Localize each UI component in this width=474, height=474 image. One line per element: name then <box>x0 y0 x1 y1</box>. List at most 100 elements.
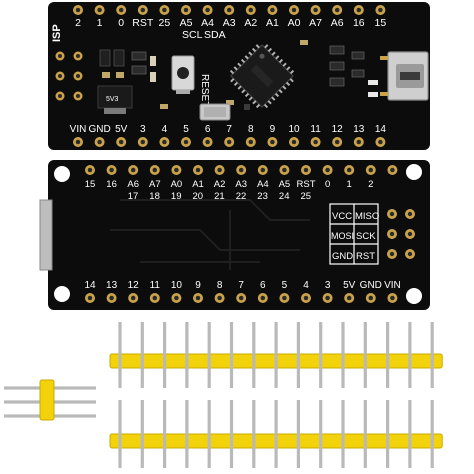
sda-label: SDA <box>204 29 226 41</box>
pin-label: GND <box>360 280 382 291</box>
pin-hole <box>97 7 102 13</box>
pin-hole <box>195 167 201 173</box>
pin-hole <box>390 167 395 173</box>
usb-connector <box>380 51 429 101</box>
pin-hole <box>152 167 158 173</box>
pin-hole <box>303 167 309 173</box>
pin-label: 25 <box>159 17 171 29</box>
pin-hole <box>75 139 81 145</box>
pin-label: 14 <box>84 280 96 291</box>
pin-hole <box>226 7 232 13</box>
pin-label: 0 <box>118 17 124 29</box>
pin-label: 4 <box>303 280 309 291</box>
reset-label: RESET <box>199 74 210 107</box>
long-header-strip <box>109 400 443 468</box>
pin-hole <box>325 295 330 301</box>
pin-hole <box>291 139 297 145</box>
pin-label: 11 <box>150 280 161 291</box>
pin-label: 3 <box>140 124 146 135</box>
pin-hole <box>313 139 318 145</box>
pin-label: A4 <box>257 179 269 190</box>
pin-hole <box>130 167 136 173</box>
pin-label: 12 <box>332 124 344 135</box>
pin-label: 4 <box>162 124 168 135</box>
pin-label: A0 <box>288 17 301 29</box>
front-top-pads <box>73 5 386 15</box>
pin-label: 13 <box>106 280 118 291</box>
pin-label: 5V <box>115 124 128 135</box>
pin-label: 6 <box>205 124 211 135</box>
pin-label: 23 <box>257 191 268 202</box>
pin-label: 16 <box>106 179 117 190</box>
pin-hole <box>205 139 210 145</box>
pin-hole <box>390 295 395 301</box>
pin-label: A2 <box>214 179 226 190</box>
pin-hole <box>270 7 275 13</box>
pin-hole <box>260 167 266 173</box>
pin-hole <box>248 139 254 145</box>
pin-hole <box>174 167 179 173</box>
pin-hole <box>162 139 167 145</box>
pin-label: A7 <box>309 17 322 29</box>
pin-label: A2 <box>244 17 257 29</box>
microcontroller-chip <box>229 44 295 109</box>
isp-label: ISP <box>51 24 63 42</box>
pin-hole <box>152 295 158 301</box>
pin-label: 12 <box>128 280 140 291</box>
pin-hole <box>346 167 352 173</box>
pin-hole <box>97 139 102 145</box>
pin-hole <box>282 295 287 301</box>
pin-label: A5 <box>279 179 291 190</box>
pin-label: 11 <box>310 124 321 135</box>
pin-label: A3 <box>235 179 247 190</box>
pin-hole <box>162 7 167 13</box>
pin-hole <box>205 7 210 13</box>
pin-hole <box>334 139 340 145</box>
pin-label: 22 <box>236 191 247 202</box>
pin-label: 1 <box>97 17 103 29</box>
reset-button <box>171 55 195 94</box>
pin-hole <box>183 139 189 145</box>
pin-hole <box>356 7 362 13</box>
pin-hole <box>109 167 114 173</box>
isp-pads <box>55 51 83 101</box>
crystal-oscillator <box>199 103 231 121</box>
pin-label: A5 <box>180 17 193 29</box>
pin-label: 5 <box>183 124 189 135</box>
pin-label: A6 <box>127 179 139 190</box>
pin-label: 17 <box>128 191 139 202</box>
pin-label: GND <box>88 124 110 135</box>
pin-hole <box>378 139 383 145</box>
pin-label: RST <box>297 179 316 190</box>
pin-hole <box>260 295 266 301</box>
isp-miso: MISO <box>355 211 379 222</box>
pin-hole <box>217 295 222 301</box>
isp-gnd: GND <box>332 251 353 262</box>
pin-hole <box>183 7 189 13</box>
pin-label: A1 <box>192 179 204 190</box>
isp-grid: VCC MISO MOSI SCK GND RST <box>329 203 379 265</box>
pin-label: 18 <box>149 191 160 202</box>
pin-hole <box>368 167 374 173</box>
pin-label: A3 <box>223 17 236 29</box>
pin-label: RST <box>132 17 154 29</box>
pin-hole <box>130 295 136 301</box>
pin-hole <box>87 167 93 173</box>
pin-label: A4 <box>201 17 214 29</box>
pin-label: 5V <box>343 280 356 291</box>
led <box>368 80 378 85</box>
pin-hole <box>378 7 383 13</box>
pin-label: A6 <box>331 17 344 29</box>
pin-label: VIN <box>70 124 87 135</box>
pin-hole <box>217 167 222 173</box>
pin-label: 16 <box>353 17 365 29</box>
pin-hole <box>118 139 124 145</box>
header-plastic <box>39 379 55 421</box>
pcb-traces <box>110 199 310 270</box>
pin-hole <box>334 7 340 13</box>
